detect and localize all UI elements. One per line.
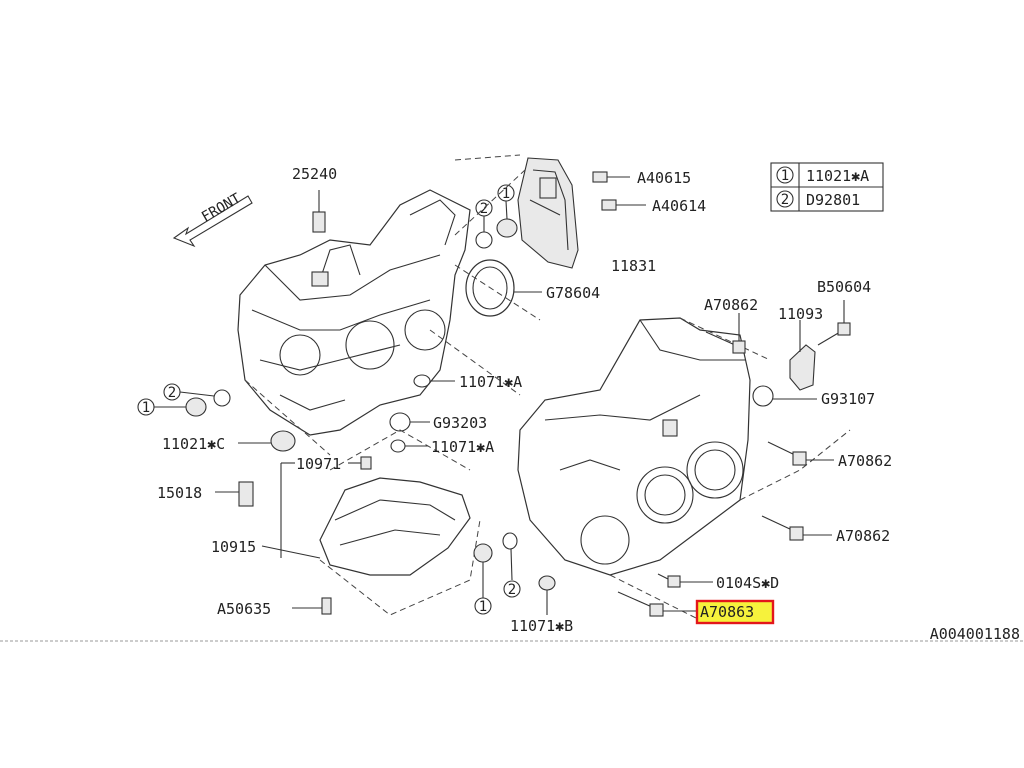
sensor-25240 <box>312 190 326 233</box>
o-ring-11071B <box>538 575 556 615</box>
front-arrow: FRONT <box>172 190 253 248</box>
bolt-A40615 <box>592 171 630 183</box>
bolt-A40614 <box>601 199 646 211</box>
label-B50604[interactable]: B50604 <box>817 278 871 296</box>
label-11071B[interactable]: 11071✱B <box>510 617 573 635</box>
bracket-10971 <box>348 456 372 470</box>
bracket-11093 <box>789 320 816 391</box>
bolt-B50604 <box>817 300 851 346</box>
leader-10915 <box>261 462 321 559</box>
label-11093[interactable]: 11093 <box>778 305 823 323</box>
label-A70862-mid[interactable]: A70862 <box>838 452 892 470</box>
stud-15018 <box>215 481 254 507</box>
o-ring-11071A-2 <box>390 439 428 453</box>
gasket-2-bottom: 2 <box>502 532 521 598</box>
label-11071A-2[interactable]: 11071✱A <box>431 438 494 456</box>
legend-num-1: 1 <box>781 168 789 184</box>
label-A70862-low[interactable]: A70862 <box>836 527 890 545</box>
label-10915[interactable]: 10915 <box>211 538 256 556</box>
label-A70862-top[interactable]: A70862 <box>704 296 758 314</box>
label-10971[interactable]: 10971 <box>296 455 341 473</box>
label-G78604[interactable]: G78604 <box>546 284 600 302</box>
label-A40615[interactable]: A40615 <box>637 169 691 187</box>
label-15018[interactable]: 15018 <box>157 484 202 502</box>
bolt-A70862-mid <box>767 441 834 466</box>
legend-callout-2 <box>776 190 794 208</box>
right-crankcase-half <box>517 317 851 621</box>
callout-1-top: 1 <box>502 186 510 202</box>
highlight-box <box>695 599 775 625</box>
bolt-A70862-low <box>761 515 832 541</box>
legend-table: 1 11021✱A 2 D92801 <box>770 162 884 212</box>
legend-callout-1 <box>776 166 794 184</box>
o-ring-11071A-1 <box>413 374 455 388</box>
left-crankcase-half <box>237 189 471 436</box>
label-11021C[interactable]: 11021✱C <box>162 435 225 453</box>
plug-11021C <box>238 430 296 452</box>
label-11071A-1[interactable]: 11071✱A <box>459 373 522 391</box>
gasket-2-top: 2 <box>475 199 493 249</box>
plug-1-top: 1 <box>496 184 518 238</box>
callout-1-bottom: 1 <box>479 599 487 615</box>
callout-1-left: 1 <box>142 400 150 416</box>
label-0104SD[interactable]: 0104S✱D <box>716 574 779 592</box>
bolt-A70862-top <box>705 313 746 354</box>
plug-1-bottom: 1 <box>473 543 493 615</box>
callout-2-left: 2 <box>168 385 176 401</box>
label-A50635[interactable]: A50635 <box>217 600 271 618</box>
legend-part-2: D92801 <box>806 191 860 209</box>
callout-2-top: 2 <box>480 201 488 217</box>
label-A40614[interactable]: A40614 <box>652 197 706 215</box>
label-11831[interactable]: 11831 <box>611 257 656 275</box>
gasket-G93107 <box>752 385 817 407</box>
bolt-0104SD <box>657 573 713 588</box>
label-A70863[interactable]: A70863 <box>700 603 754 621</box>
plug-left-group: 1 2 <box>137 383 231 417</box>
plate-11831 <box>517 157 579 269</box>
label-G93107[interactable]: G93107 <box>821 390 875 408</box>
gasket-G93203 <box>389 412 430 432</box>
label-25240[interactable]: 25240 <box>292 165 337 183</box>
figure-id: A004001188 <box>930 625 1020 643</box>
legend-part-1: 11021✱A <box>806 167 869 185</box>
callout-2-bottom: 2 <box>508 582 516 598</box>
bolt-A50635 <box>292 597 332 615</box>
legend-num-2: 2 <box>781 192 789 208</box>
oil-seal-G78604 <box>465 259 542 317</box>
baffle-10915 <box>319 429 481 616</box>
label-G93203[interactable]: G93203 <box>433 414 487 432</box>
bolt-A70863 <box>617 591 697 617</box>
